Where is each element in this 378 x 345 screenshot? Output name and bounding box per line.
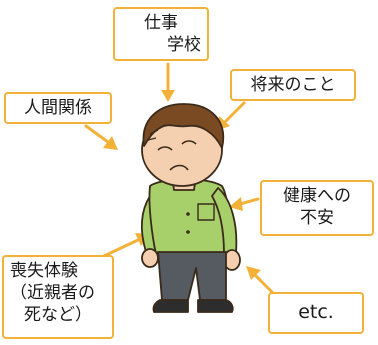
stressor-label-etc: etc.	[268, 292, 364, 334]
left-shoe	[152, 299, 189, 313]
stressor-label-etc-text: etc.	[298, 301, 334, 323]
stressor-label-health-line2: 不安	[300, 208, 334, 228]
arrow-relations	[84, 124, 118, 150]
stressor-label-loss-line3: 死など）	[24, 305, 92, 325]
stressor-label-work-school: 仕事 学校	[113, 7, 209, 61]
arrow-health	[229, 197, 260, 211]
left-hand	[141, 248, 159, 268]
arrow-etc	[246, 266, 274, 294]
hair	[142, 103, 225, 149]
right-shoe	[197, 299, 234, 313]
stressor-label-future-text: 将来のこと	[250, 75, 336, 95]
stressor-label-relations-text: 人間関係	[24, 98, 92, 118]
stressor-label-future: 将来のこと	[230, 69, 356, 101]
stressor-label-health: 健康への 不安	[260, 180, 374, 236]
person-figure	[141, 103, 241, 313]
stressor-label-work-line2: 学校	[167, 35, 201, 55]
stressor-label-work-line1: 仕事	[144, 13, 178, 33]
arrow-work	[161, 62, 175, 102]
stressor-label-loss-line1: 喪失体験	[10, 261, 78, 281]
pants	[157, 251, 227, 301]
stressor-label-health-line1: 健康への	[283, 186, 351, 206]
stressor-label-loss-line2: （近親者の	[10, 283, 95, 303]
stressor-label-loss: 喪失体験 （近親者の 死など）	[2, 255, 114, 339]
stressor-label-relations: 人間関係	[4, 92, 112, 124]
